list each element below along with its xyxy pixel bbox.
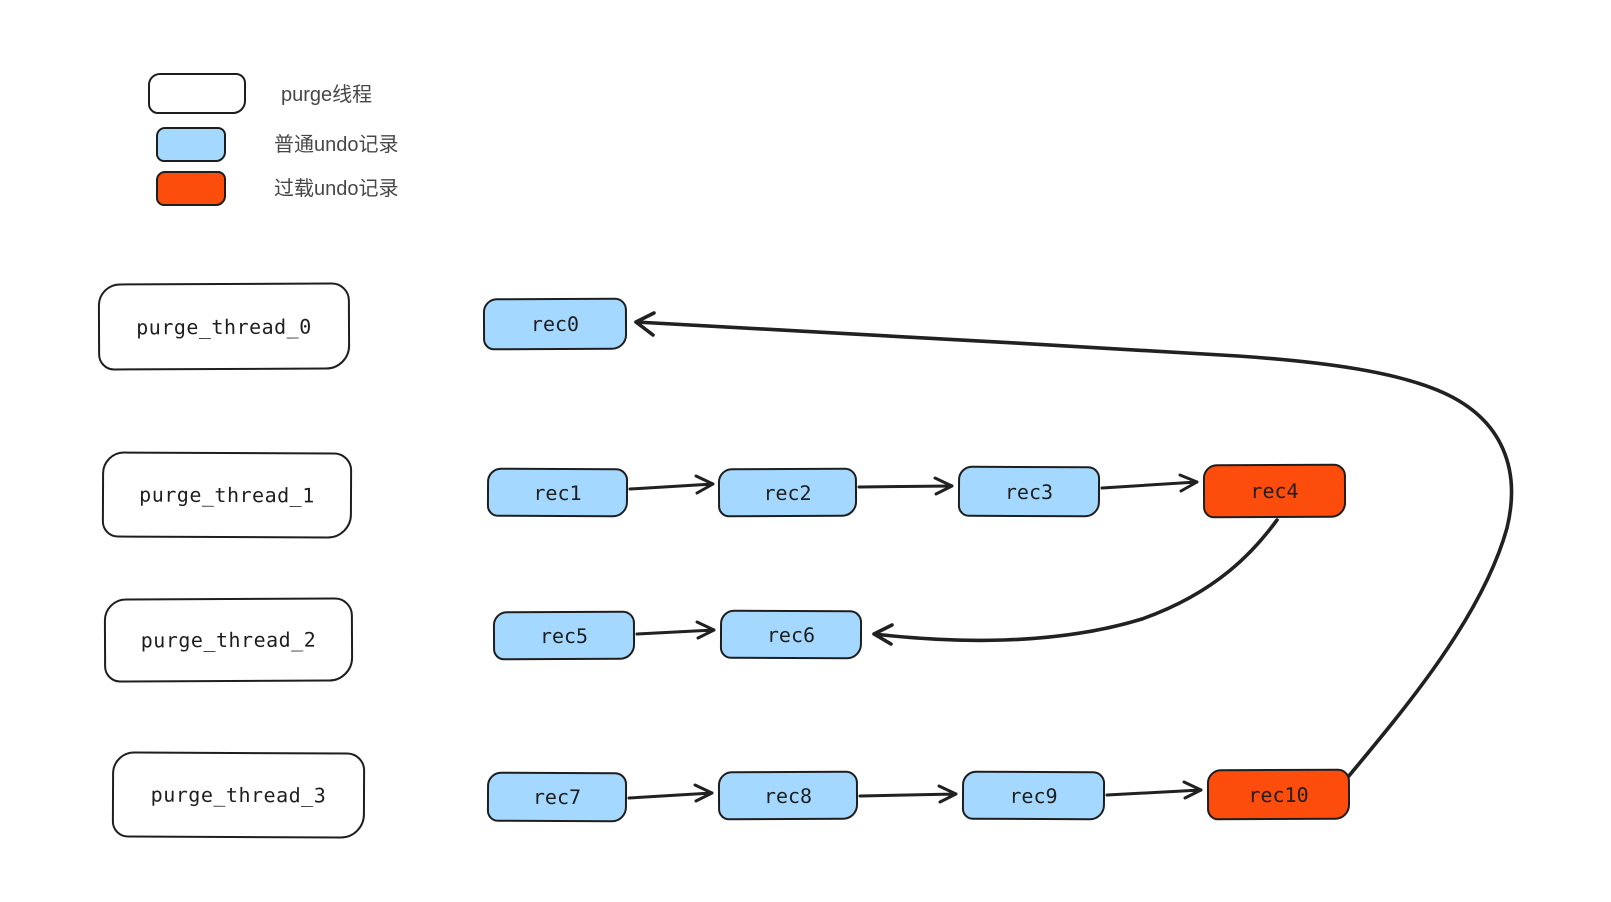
- record-box-rec1: rec1: [486, 467, 629, 518]
- thread-label: purge_thread_3: [150, 782, 327, 808]
- thread-box-purge-thread-1: purge_thread_1: [101, 451, 353, 539]
- record-label: rec7: [532, 784, 582, 810]
- legend-swatch-normal-undo: [156, 127, 226, 162]
- thread-label: purge_thread_1: [139, 482, 315, 508]
- record-label: rec6: [766, 622, 816, 647]
- legend-label-normal-undo: 普通undo记录: [274, 134, 399, 156]
- record-box-rec2: rec2: [717, 467, 858, 518]
- record-label: rec1: [533, 480, 582, 505]
- thread-label: purge_thread_0: [136, 314, 312, 339]
- record-box-rec4: rec4: [1202, 463, 1347, 519]
- record-box-rec8: rec8: [717, 770, 859, 821]
- legend-swatch-purge-thread: [148, 73, 246, 114]
- record-box-rec5: rec5: [492, 610, 636, 661]
- record-label: rec4: [1250, 478, 1299, 504]
- record-label: rec10: [1248, 782, 1309, 807]
- legend-swatch-overload-undo: [156, 171, 226, 206]
- record-label: rec8: [763, 783, 813, 808]
- record-box-rec0: rec0: [482, 297, 628, 351]
- arrow-rec4-to-rec6: [872, 518, 1279, 646]
- record-label: rec9: [1009, 783, 1058, 808]
- thread-box-purge-thread-2: purge_thread_2: [103, 597, 354, 683]
- record-label: rec2: [763, 480, 812, 505]
- record-box-rec9: rec9: [961, 770, 1106, 821]
- record-box-rec10: rec10: [1206, 768, 1351, 821]
- thread-label: purge_thread_2: [140, 627, 317, 653]
- record-box-rec6: rec6: [719, 609, 863, 660]
- arrow-rec2-to-rec3: [857, 476, 954, 496]
- record-label: rec3: [1004, 479, 1054, 504]
- legend-label-overload-undo: 过载undo记录: [274, 178, 399, 200]
- arrow-rec7-to-rec8: [627, 783, 714, 803]
- record-box-rec3: rec3: [957, 465, 1101, 518]
- thread-box-purge-thread-0: purge_thread_0: [97, 282, 351, 371]
- arrow-rec8-to-rec9: [858, 784, 958, 804]
- arrow-rec3-to-rec4: [1100, 473, 1199, 493]
- arrow-rec1-to-rec2: [628, 474, 715, 495]
- record-label: rec0: [530, 311, 580, 337]
- arrow-rec5-to-rec6: [635, 620, 716, 640]
- legend-label-purge-thread: purge线程: [281, 84, 373, 106]
- thread-box-purge-thread-3: purge_thread_3: [111, 751, 366, 839]
- record-box-rec7: rec7: [486, 771, 628, 823]
- arrow-rec9-to-rec10: [1105, 780, 1203, 800]
- arrow-rec10-to-rec0: [634, 311, 1514, 779]
- record-label: rec5: [539, 623, 589, 648]
